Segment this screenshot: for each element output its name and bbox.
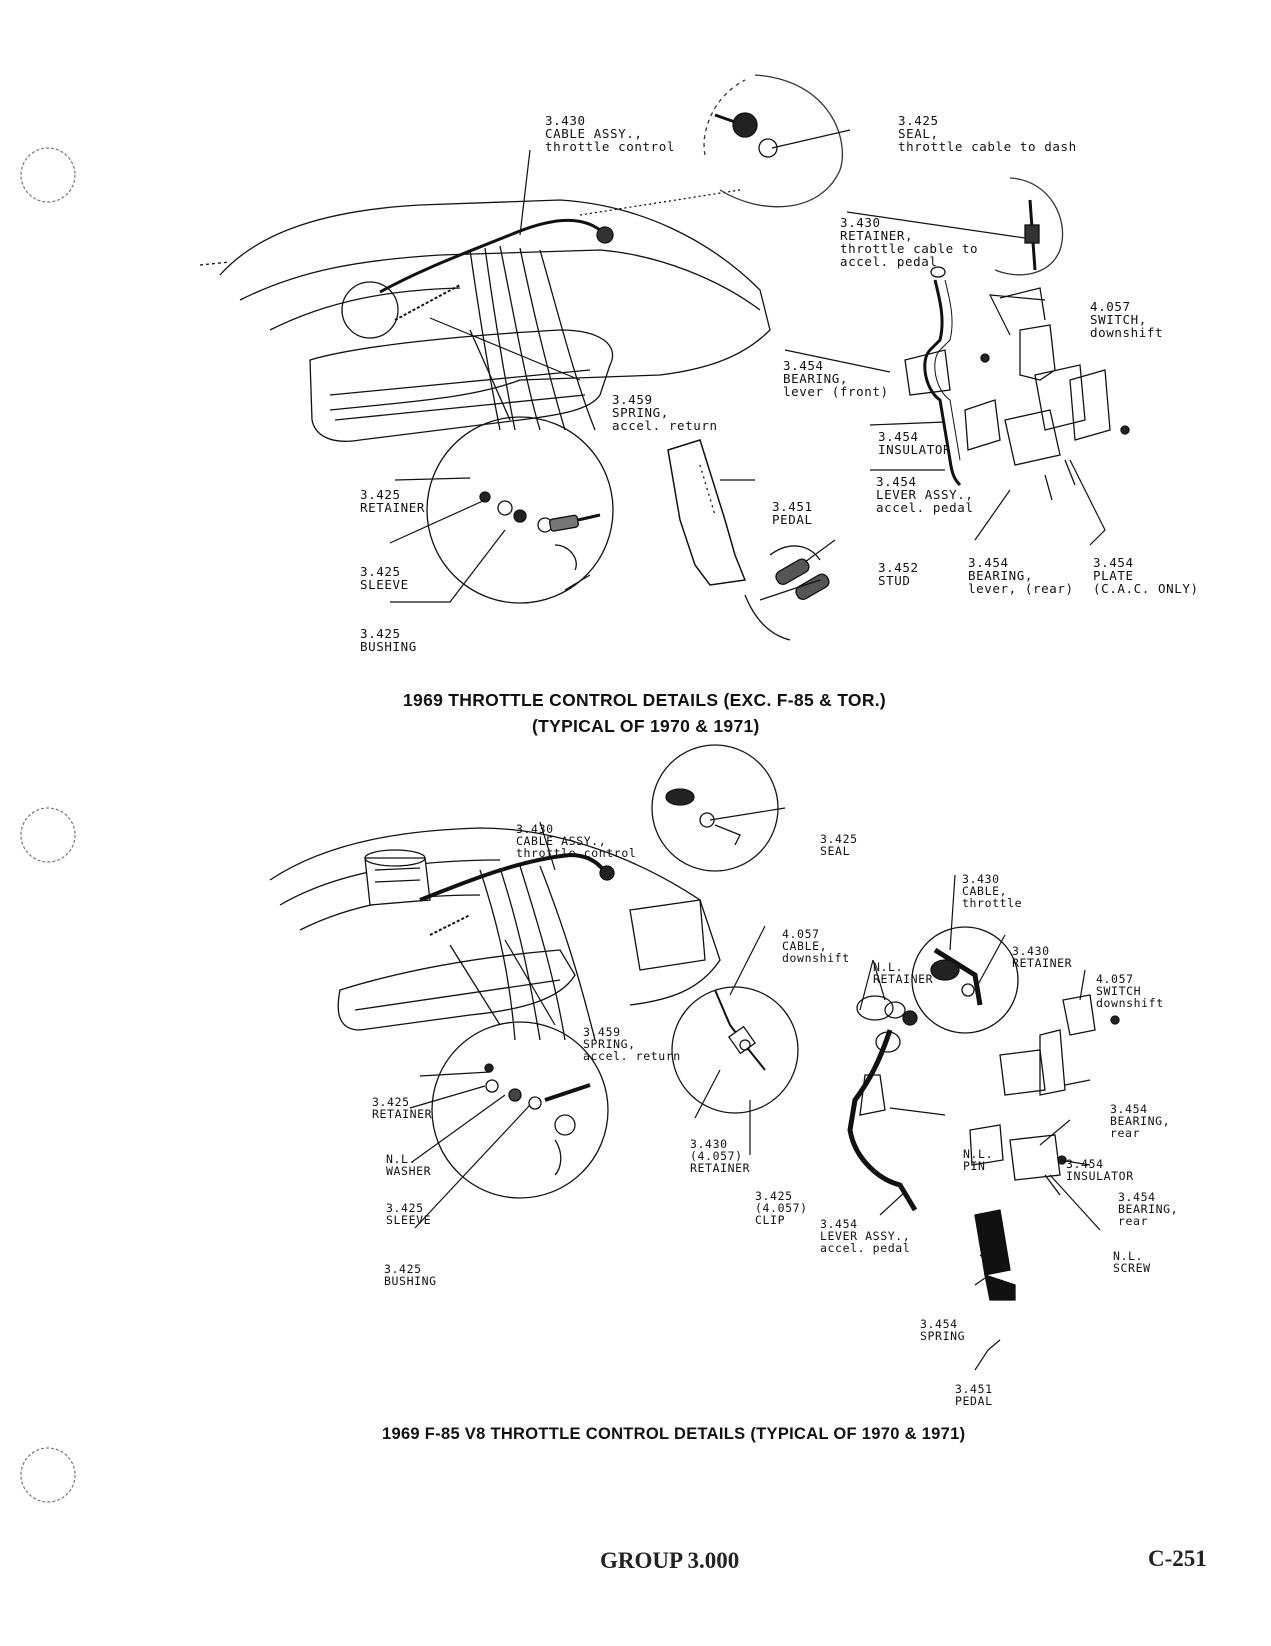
diagram2-leader-lines: [409, 807, 1101, 1371]
d1-label-pedal: 3.451 PEDAL: [772, 499, 813, 527]
d1-label-spring: 3.459 SPRING, accel. return: [612, 392, 718, 433]
d2-label-seal: 3.425 SEAL: [820, 832, 858, 858]
d2-label-cable-downshift: 4.057 CABLE, downshift: [782, 927, 850, 965]
d1-label-retainer-cable: 3.430 RETAINER, throttle cable to accel.…: [840, 215, 979, 269]
diagram2-seal-detail: [651, 744, 779, 872]
diagram1-pedal: [667, 439, 830, 641]
diagram2-bushing-detail: [431, 944, 609, 1199]
d1-caption-line2: (TYPICAL OF 1970 & 1971): [532, 716, 760, 736]
d2-label-lever-assy: 3.454 LEVER ASSY., accel. pedal: [820, 1217, 911, 1255]
d2-caption: 1969 F-85 V8 THROTTLE CONTROL DETAILS (T…: [382, 1425, 966, 1443]
d2-label-clip: 3.425 (4.057) CLIP: [755, 1189, 808, 1227]
d1-label-switch-downshift: 4.057 SWITCH, downshift: [1090, 299, 1164, 340]
d1-label-bearing-rear: 3.454 BEARING, lever, (rear): [968, 555, 1074, 596]
d1-label-lever-assy: 3.454 LEVER ASSY., accel. pedal: [876, 474, 974, 515]
d2-label-pedal: 3.451 PEDAL: [955, 1382, 993, 1408]
diagram1-pedal-lever: [904, 266, 1130, 501]
group-label: GROUP 3.000: [600, 1548, 740, 1573]
diagram1-bushing-detail: [426, 329, 614, 604]
d2-label-retainer-430: 3.430 RETAINER: [1012, 944, 1073, 970]
d1-label-cable-assy: 3.430 CABLE ASSY., throttle control: [545, 113, 676, 154]
d2-label-insulator: 3.454 INSULATOR: [1066, 1157, 1134, 1183]
d2-label-bearing-rear-upper: 3.454 BEARING, rear: [1110, 1102, 1171, 1140]
d2-label-sleeve: 3.425 SLEEVE: [386, 1201, 432, 1227]
d1-label-sleeve: 3.425 SLEEVE: [360, 564, 409, 592]
d2-label-spring-454: 3.454 SPRING: [920, 1317, 966, 1343]
d1-label-stud: 3.452 STUD: [878, 560, 919, 588]
diagram2-retainer-detail: [911, 926, 1019, 1034]
d1-label-plate: 3.454 PLATE (C.A.C. ONLY): [1093, 555, 1199, 596]
d1-caption-line1: 1969 THROTTLE CONTROL DETAILS (EXC. F-85…: [403, 690, 887, 710]
d1-label-retainer: 3.425 RETAINER: [360, 487, 426, 515]
d2-label-nl-washer: N.L. WASHER: [386, 1152, 432, 1178]
d1-label-bearing-front: 3.454 BEARING, lever (front): [783, 358, 889, 399]
d2-label-retainer-4057: 3.430 (4.057) RETAINER: [690, 1137, 751, 1175]
d1-label-seal: 3.425 SEAL, throttle cable to dash: [898, 113, 1077, 154]
diagram1-leader-lines: [389, 129, 1106, 603]
diagram1-retainer-detail: [994, 177, 1064, 276]
page-number: C-251: [1148, 1546, 1207, 1571]
d2-label-bearing-rear-lower: 3.454 BEARING, rear: [1118, 1190, 1179, 1228]
d1-label-insulator: 3.454 INSULATOR: [878, 429, 952, 457]
diagram1-seal-detail: [703, 74, 844, 208]
d2-label-nl-retainer: N.L. RETAINER: [873, 960, 934, 986]
d2-label-cable-assy: 3.430 CABLE ASSY., throttle control: [516, 822, 637, 860]
d2-label-spring: 3.459 SPRING, accel. return: [583, 1025, 681, 1063]
d2-label-cable-throttle: 3.430 CABLE, throttle: [962, 872, 1023, 910]
d2-label-retainer: 3.425 RETAINER: [372, 1095, 433, 1121]
diagram2-downshift-detail: [671, 986, 799, 1114]
diagram2-engine-drawing: [269, 827, 721, 1041]
diagram1-engine-drawing: [199, 189, 771, 442]
d2-label-switch-downshift: 4.057 SWITCH downshift: [1096, 972, 1164, 1010]
binder-holes: [20, 147, 76, 1503]
d2-label-nl-screw: N.L. SCREW: [1113, 1249, 1151, 1275]
d2-label-bushing: 3.425 BUSHING: [384, 1262, 437, 1288]
d1-label-bushing: 3.425 BUSHING: [360, 626, 417, 654]
d2-label-nl-pin: N.L. PIN: [963, 1147, 994, 1173]
